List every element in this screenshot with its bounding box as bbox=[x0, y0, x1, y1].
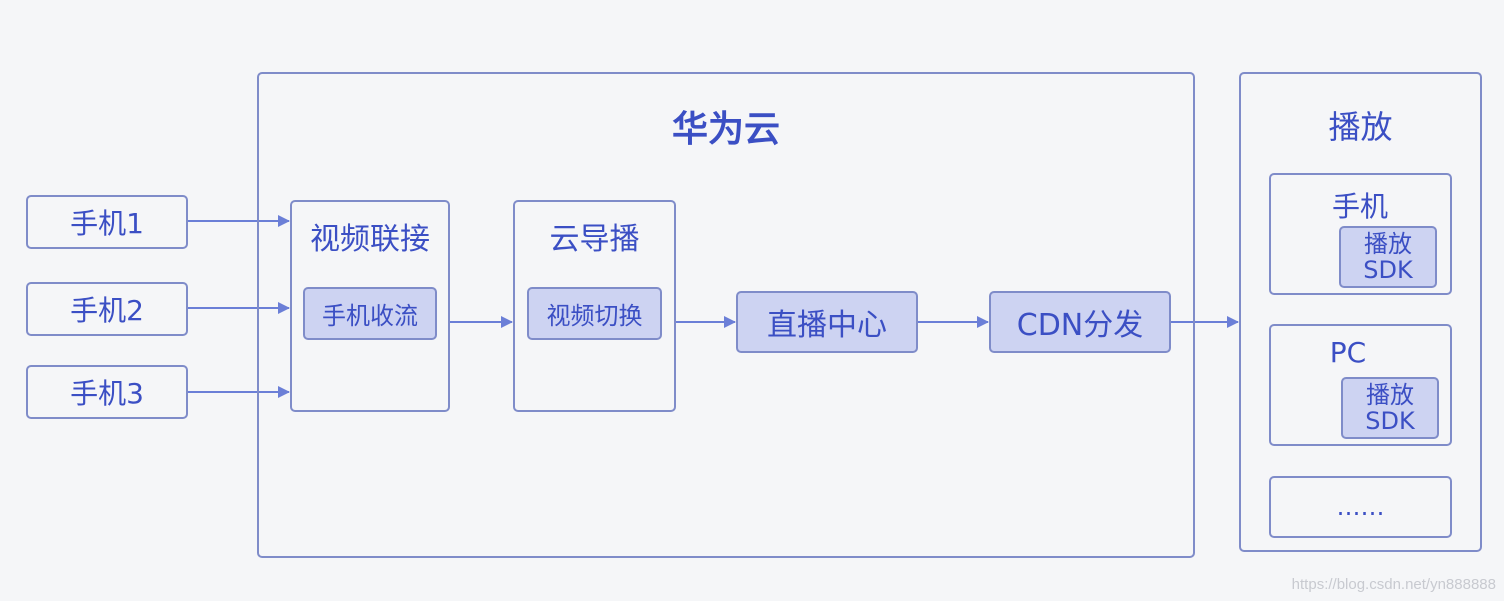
mobile-sdk-box: 播放 SDK bbox=[1339, 226, 1437, 288]
watermark: https://blog.csdn.net/yn888888 bbox=[1291, 576, 1496, 593]
cdn-distribution-label: CDN分发 bbox=[1016, 308, 1144, 343]
playback-more-box: …… bbox=[1269, 476, 1452, 538]
live-center-label: 直播中心 bbox=[767, 308, 887, 343]
phone-ingest-label: 手机收流 bbox=[322, 302, 418, 330]
input-phone-2-label: 手机2 bbox=[70, 294, 144, 327]
video-switch-box: 视频切换 bbox=[527, 287, 662, 340]
video-connect-title: 视频联接 bbox=[310, 222, 430, 257]
cdn-distribution-box: CDN分发 bbox=[989, 291, 1171, 353]
playback-title: 播放 bbox=[1328, 108, 1393, 146]
playback-mobile-title: 手机 bbox=[1331, 190, 1388, 223]
mobile-sdk-line1: 播放 bbox=[1364, 230, 1412, 258]
input-phone-1: 手机1 bbox=[26, 195, 188, 249]
cloud-container bbox=[257, 72, 1195, 558]
cloud-director-title: 云导播 bbox=[549, 222, 640, 257]
pc-sdk-box: 播放 SDK bbox=[1341, 377, 1439, 439]
phone-ingest-box: 手机收流 bbox=[303, 287, 437, 340]
input-phone-3: 手机3 bbox=[26, 365, 188, 419]
playback-more-label: …… bbox=[1336, 493, 1385, 521]
input-phone-3-label: 手机3 bbox=[70, 377, 144, 410]
playback-pc-title: PC bbox=[1329, 336, 1367, 369]
live-center-box: 直播中心 bbox=[736, 291, 918, 353]
video-switch-label: 视频切换 bbox=[546, 302, 643, 330]
input-phone-1-label: 手机1 bbox=[70, 207, 144, 240]
pc-sdk-line2: SDK bbox=[1365, 407, 1415, 435]
playback-container bbox=[1239, 72, 1482, 552]
mobile-sdk-line2: SDK bbox=[1363, 256, 1413, 284]
pc-sdk-line1: 播放 bbox=[1366, 381, 1414, 409]
cloud-title: 华为云 bbox=[671, 109, 780, 150]
input-phone-2: 手机2 bbox=[26, 282, 188, 336]
